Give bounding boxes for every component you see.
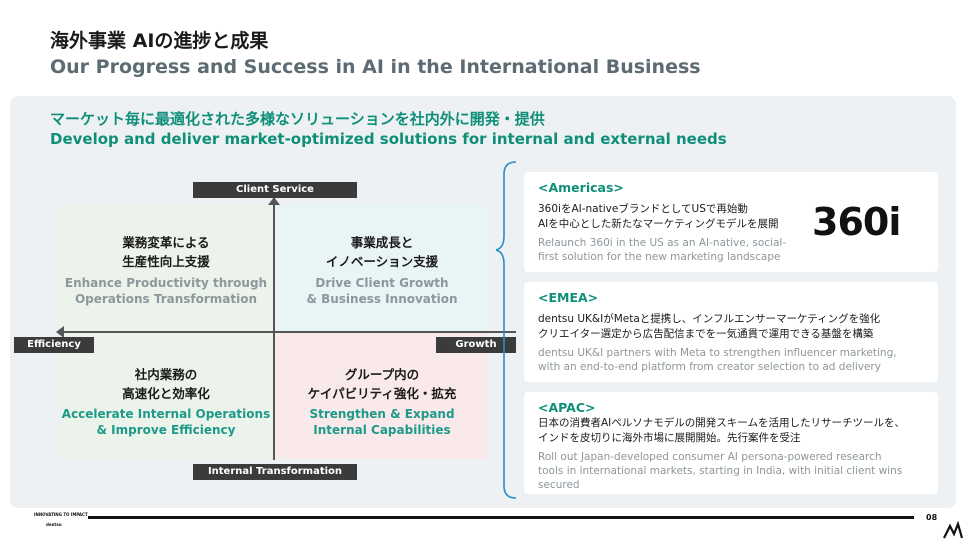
card-jp-line1: 360iをAI-nativeブランドとしてUSで再始動 [538,203,748,215]
quadrant-en-line1: Accelerate Internal Operations [61,407,271,421]
quadrant-en-line1: Strengthen & Expand [309,407,455,421]
quadrant-en-line2: & Business Innovation [306,292,458,306]
card-en-line1: dentsu UK&I partners with Meta to streng… [538,347,897,359]
region-card-americas: <Americas> 360iをAI-nativeブランドとしてUSで再始動 A… [524,172,938,272]
quadrant-jp-line1: 社内業務の [134,367,198,382]
quadrant-jp-line1: グループ内の [344,367,420,382]
card-jp-line2: クリエイター選定から広告配信までを一気通貫で運用できる基盤を構築 [538,328,874,340]
card-jp-line2: AIを中心とした新たなマーケティングモデルを展開 [538,218,779,230]
axis-label-bottom: Internal Transformation [193,464,357,480]
horizontal-axis [64,331,516,333]
quadrant-en-line2: Internal Capabilities [313,423,451,437]
card-heading: <APAC> [538,400,596,415]
quadrant-jp-line2: イノベーション支援 [325,254,439,269]
card-en-line1: Relaunch 360i in the US as an AI-native,… [538,237,787,249]
card-jp-line1: dentsu UK&IがMetaと提携し、インフルエンサーマーケティングを強化 [538,313,881,325]
quadrant-jp-line1: 事業成長と [350,235,414,250]
quadrant-en-line2: & Improve Efficiency [96,423,236,437]
corner-brand-icon [943,520,964,539]
card-en-line2: with an end-to-end platform from creator… [538,361,881,373]
vertical-axis [273,198,275,460]
quadrant-jp-line2: 生産性向上支援 [122,254,210,269]
card-jp-line1: 日本の消費者AIペルソナモデルの開発スキームを活用したリサーチツールを、 [538,417,905,429]
quadrant-jp-line1: 業務変革による [122,235,210,250]
quadrant-jp-line2: ケイパビリティ強化・拡充 [307,386,457,401]
axis-label-top: Client Service [193,182,357,198]
page-title-jp: 海外事業 AIの進捗と成果 [50,30,269,52]
footer-logo-tagline: INNOVATING TO IMPACT [34,512,88,517]
card-en-line1: Roll out Japan-developed consumer AI per… [538,451,882,463]
360i-logo: 360i [812,200,901,244]
quadrant-jp-line2: 高速化と効率化 [122,386,210,401]
axis-arrow-up-icon [268,197,280,205]
subtitle-en: Develop and deliver market-optimized sol… [50,130,727,148]
footer-rule [88,516,914,519]
quadrant-en-line1: Enhance Productivity through [64,276,268,290]
axis-label-right: Growth [436,337,516,353]
card-heading: <EMEA> [538,290,599,305]
subtitle-jp: マーケット毎に最適化された多様なソリューションを社内外に開発・提供 [50,110,545,128]
quadrant-top-left: 業務変革による 生産性向上支援 Enhance Productivity thr… [60,205,272,331]
card-jp-line2: インドを皮切りに海外市場に展開開始。先行案件を受注 [538,432,801,444]
card-en-line2: first solution for the new marketing lan… [538,251,781,263]
quadrant-top-right: 事業成長と イノベーション支援 Drive Client Growth & Bu… [276,205,488,331]
quadrant-en-line1: Drive Client Growth [315,276,449,290]
card-en-line3: secured [538,479,580,491]
quadrant-en-line2: Operations Transformation [74,292,258,306]
region-card-apac: <APAC> 日本の消費者AIペルソナモデルの開発スキームを活用したリサーチツー… [524,392,938,494]
region-card-emea: <EMEA> dentsu UK&IがMetaと提携し、インフルエンサーマーケテ… [524,282,938,382]
axis-label-left: Efficiency [14,337,94,353]
quadrant-bottom-left: 社内業務の 高速化と効率化 Accelerate Internal Operat… [60,333,272,459]
page-number: 08 [926,513,938,522]
footer-logo-dentsu: dentsu [46,522,62,527]
curly-brace-icon [496,161,517,499]
quadrant-bottom-right: グループ内の ケイパビリティ強化・拡充 Strengthen & Expand … [276,333,488,459]
card-en-line2: tools in international markets, starting… [538,465,903,477]
page-title-en: Our Progress and Success in AI in the In… [50,56,701,78]
axis-arrow-left-icon [56,326,64,338]
card-heading: <Americas> [538,180,624,195]
